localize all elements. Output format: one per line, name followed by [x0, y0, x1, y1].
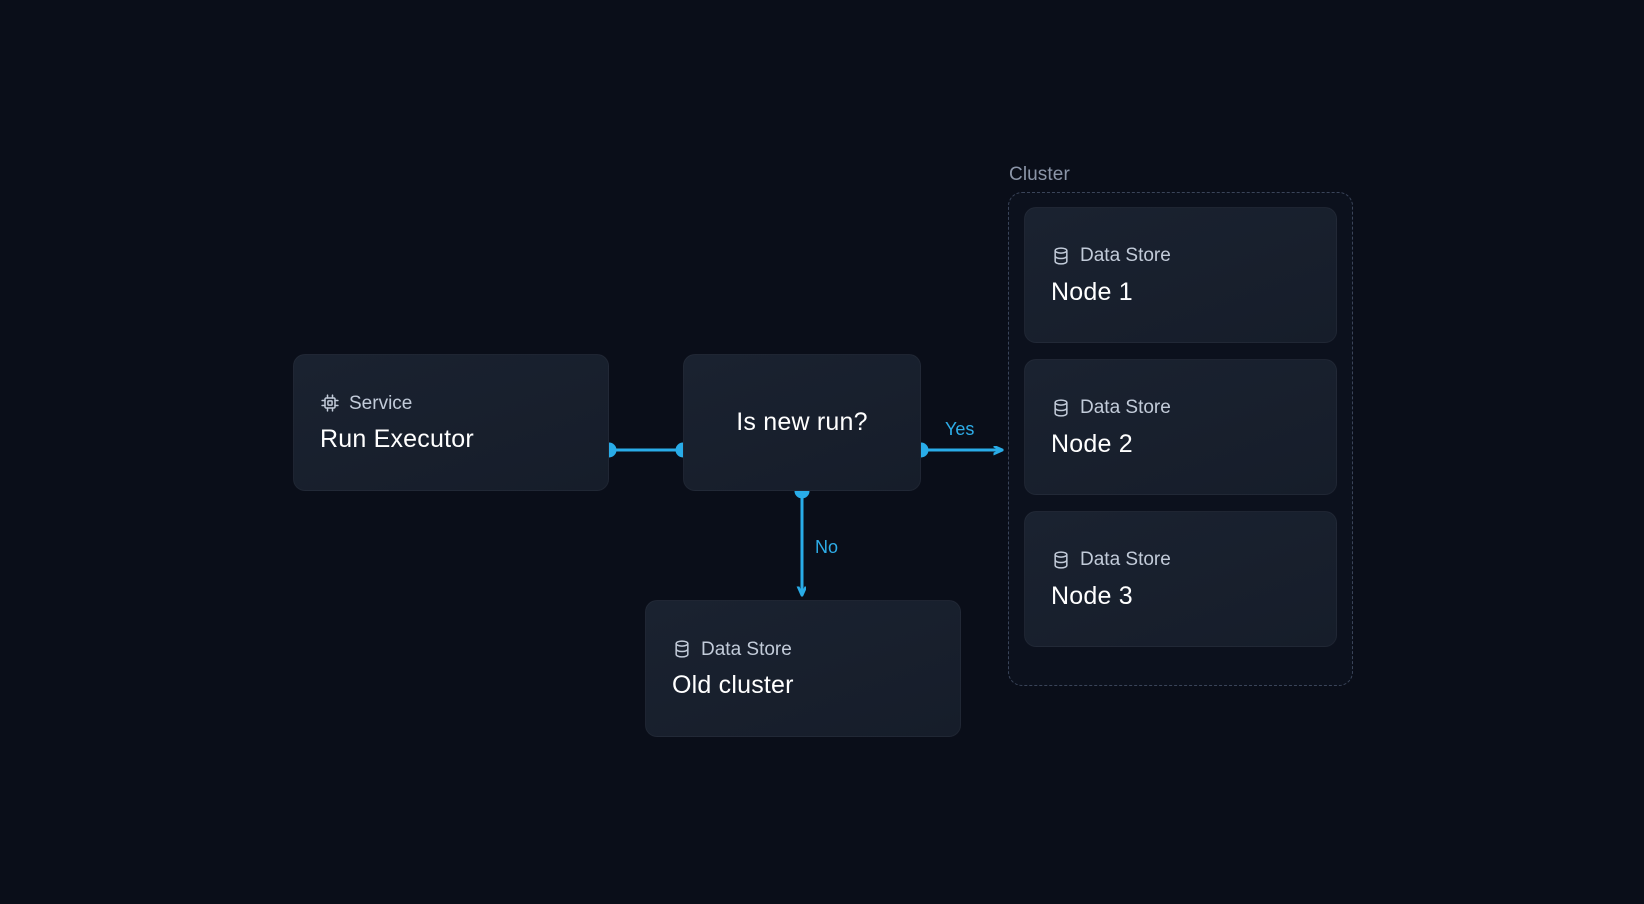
node-decision[interactable]: Is new run? — [683, 354, 921, 491]
cpu-chip-icon — [320, 393, 340, 413]
database-icon — [1051, 550, 1071, 570]
node-data-store-3-title: Node 3 — [1051, 581, 1133, 610]
node-data-store-1-title: Node 1 — [1051, 277, 1133, 306]
node-old-cluster-title: Old cluster — [672, 671, 794, 699]
edge-decision-to-cluster — [913, 442, 1003, 458]
node-data-store-2-title: Node 2 — [1051, 429, 1133, 458]
node-service-kind: Service — [320, 393, 608, 413]
cluster-group-label: Cluster — [1009, 164, 1070, 185]
node-old-cluster-kind: Data Store — [672, 639, 960, 659]
node-data-store-1-kind: Data Store — [1051, 246, 1336, 266]
node-data-store-3-kind: Data Store — [1051, 550, 1336, 570]
edge-label-no: No — [815, 537, 839, 557]
edge-service-to-decision — [601, 442, 691, 458]
node-decision-title: Is new run? — [736, 408, 868, 436]
node-data-store-3[interactable]: Data Store Node 3 — [1024, 511, 1337, 647]
node-data-store-2[interactable]: Data Store Node 2 — [1024, 359, 1337, 495]
node-data-store-3-kind-label: Data Store — [1080, 549, 1171, 570]
node-data-store-1-kind-label: Data Store — [1080, 245, 1171, 266]
node-old-cluster[interactable]: Data Store Old cluster — [645, 600, 961, 737]
database-icon — [1051, 246, 1071, 266]
node-old-cluster-kind-label: Data Store — [701, 638, 792, 660]
edge-label-yes: Yes — [945, 419, 975, 439]
node-service-kind-label: Service — [349, 392, 413, 414]
node-service[interactable]: Service Run Executor — [293, 354, 609, 491]
database-icon — [1051, 398, 1071, 418]
node-data-store-2-kind-label: Data Store — [1080, 397, 1171, 418]
node-service-title: Run Executor — [320, 425, 474, 453]
node-data-store-1[interactable]: Data Store Node 1 — [1024, 207, 1337, 343]
database-icon — [672, 639, 692, 659]
edge-decision-to-old-cluster — [794, 483, 810, 596]
node-data-store-2-kind: Data Store — [1051, 398, 1336, 418]
